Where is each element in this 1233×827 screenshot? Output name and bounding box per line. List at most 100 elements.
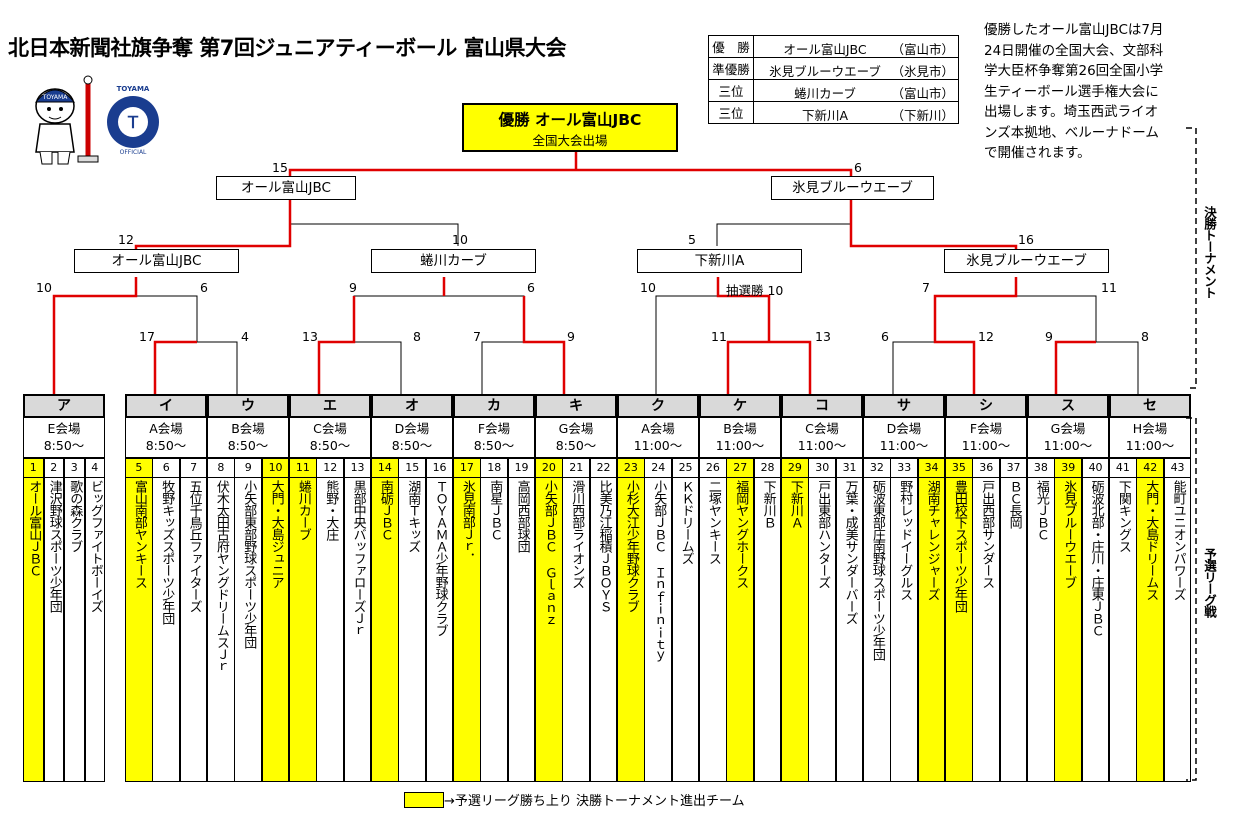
final-right-box: 氷見ブルーウエーブ xyxy=(771,176,934,200)
score-qb2: 6 xyxy=(527,280,535,295)
team-number: 31 xyxy=(837,459,863,478)
team-name: 大門・大島ジュニア xyxy=(267,480,285,588)
league-group: コC会場11:00～29下新川Ａ30戸出東部ハンターズ31万葉・成美サンダーバー… xyxy=(781,394,863,782)
team-name: 比美乃江稲積ＪＢＯＹＳ xyxy=(595,480,613,612)
team-number: 6 xyxy=(153,459,179,478)
team-name: ＫＫドリームズ xyxy=(677,480,695,564)
score-semi4: 16 xyxy=(1018,232,1034,247)
champion-label: 優勝 オール富山JBC xyxy=(464,108,676,130)
team-name: 五位千鳥丘ファイターズ xyxy=(185,480,203,612)
team-name: 氷見ブルーウエーブ xyxy=(1059,480,1077,588)
team-number: 40 xyxy=(1083,459,1109,478)
league-venue-info: B会場8:50～ xyxy=(207,416,289,458)
team-name: 滑川西部ライオンズ xyxy=(567,480,585,588)
score-ka: 7 xyxy=(473,329,481,344)
legend-swatch xyxy=(404,792,444,808)
score-qa: 10 xyxy=(36,280,52,295)
score-ke: 11 xyxy=(711,329,727,344)
team-name: 富山南部ヤンキース xyxy=(130,480,148,588)
league-team: 4ビッグファイトボーイズ xyxy=(85,458,106,782)
league-letter: シ xyxy=(945,394,1027,418)
league-group: ケB会場11:00～26二塚ヤンキース27福岡ヤングホークス28下新川Ｂ xyxy=(699,394,781,782)
league-venue: F会場 xyxy=(454,420,534,437)
team-number: 42 xyxy=(1137,459,1163,478)
league-team: 19高岡西部球団 xyxy=(508,458,536,782)
league-venue: G会場 xyxy=(536,420,616,437)
score-qd1: 7 xyxy=(922,280,930,295)
league-venue: A会場 xyxy=(618,420,698,437)
league-group: オD会場8:50～14南砺ＪＢＣ15湖南Ｔキッズ16ＴＯＹＡＭＡ少年野球クラブ xyxy=(371,394,453,782)
semi-box-1: オール富山JBC xyxy=(74,249,239,273)
league-team: 27 福岡ヤングホークス xyxy=(726,458,754,782)
score-qa2: 6 xyxy=(200,280,208,295)
league-group: スG会場11:00～38福光ＪＢＣ39氷見ブルーウエーブ40砺波北部・庄川・庄東… xyxy=(1027,394,1109,782)
league-time: 8:50～ xyxy=(126,437,206,454)
legend-text: →予選リーグ勝ち上り 決勝トーナメント進出チーム xyxy=(444,790,745,809)
league-team: 32 砺波東部庄南野球スポーツ少年団 xyxy=(863,458,891,782)
team-name: 津沢野球スポーツ少年団 xyxy=(45,480,63,612)
league-venue: B会場 xyxy=(208,420,288,437)
team-number: 16 xyxy=(427,459,453,478)
league-letter: ス xyxy=(1027,394,1109,418)
team-number: 25 xyxy=(673,459,699,478)
team-number: 18 xyxy=(481,459,507,478)
league-time: 8:50～ xyxy=(454,437,534,454)
semi-box-2: 蜷川カーブ xyxy=(371,249,536,273)
team-name: 蜷川カーブ xyxy=(294,480,312,540)
team-name: オール富山ＪＢＣ xyxy=(24,480,42,576)
team-name: 砺波東部庄南野球スポーツ少年団 xyxy=(868,480,886,660)
league-team: 21 滑川西部ライオンズ xyxy=(562,458,590,782)
league-time: 8:50～ xyxy=(372,437,452,454)
team-number: 11 xyxy=(290,459,316,478)
league-time: 11:00～ xyxy=(1110,437,1190,454)
league-venue-info: A会場11:00～ xyxy=(617,416,699,458)
team-name: 歌の森クラブ xyxy=(65,480,83,552)
score-ko: 13 xyxy=(815,329,831,344)
league-time: 11:00～ xyxy=(618,437,698,454)
team-number: 24 xyxy=(645,459,671,478)
league-letter: キ xyxy=(535,394,617,418)
score-qc2: 抽選勝 10 xyxy=(726,280,783,299)
league-venue-info: G会場8:50～ xyxy=(535,416,617,458)
league-group: キG会場8:50～20小矢部ＪＢＣ Ｇｌａｎｚ21滑川西部ライオンズ22比美乃江… xyxy=(535,394,617,782)
league-venue: D会場 xyxy=(372,420,452,437)
league-team: 2津沢野球スポーツ少年団 xyxy=(44,458,65,782)
league-team: 39氷見ブルーウエーブ xyxy=(1054,458,1082,782)
league-team: 23 小杉大江少年野球クラブ xyxy=(617,458,645,782)
team-name: 福岡ヤングホークス xyxy=(731,480,749,588)
score-se: 8 xyxy=(1141,329,1149,344)
team-name: 大門・大島ドリームス xyxy=(1141,480,1159,600)
score-qb1: 9 xyxy=(349,280,357,295)
team-name: 氷見南部Ｊｒ． xyxy=(458,480,476,564)
team-number: 33 xyxy=(891,459,917,478)
team-number: 23 xyxy=(618,459,644,478)
score-qc1: 10 xyxy=(640,280,656,295)
league-letter: ク xyxy=(617,394,699,418)
league-time: 8:50～ xyxy=(536,437,616,454)
team-number: 27 xyxy=(727,459,753,478)
team-number: 5 xyxy=(126,459,152,478)
score-i: 17 xyxy=(139,329,155,344)
team-name: 小杉大江少年野球クラブ xyxy=(622,480,640,612)
team-number: 32 xyxy=(864,459,890,478)
team-number: 21 xyxy=(563,459,589,478)
league-team: 24小矢部ＪＢＣ Ｉｎｆｉｎｉｔｙ xyxy=(644,458,672,782)
league-team: 42 大門・大島ドリームス xyxy=(1136,458,1164,782)
team-name: ビッグファイトボーイズ xyxy=(86,480,104,612)
league-letter: ウ xyxy=(207,394,289,418)
score-final-right: 6 xyxy=(854,160,862,175)
league-time: 11:00～ xyxy=(782,437,862,454)
team-number: 13 xyxy=(345,459,371,478)
team-number: 7 xyxy=(181,459,207,478)
team-number: 43 xyxy=(1165,459,1191,478)
team-number: 28 xyxy=(755,459,781,478)
league-letter: オ xyxy=(371,394,453,418)
league-team: 15湖南Ｔキッズ xyxy=(398,458,426,782)
